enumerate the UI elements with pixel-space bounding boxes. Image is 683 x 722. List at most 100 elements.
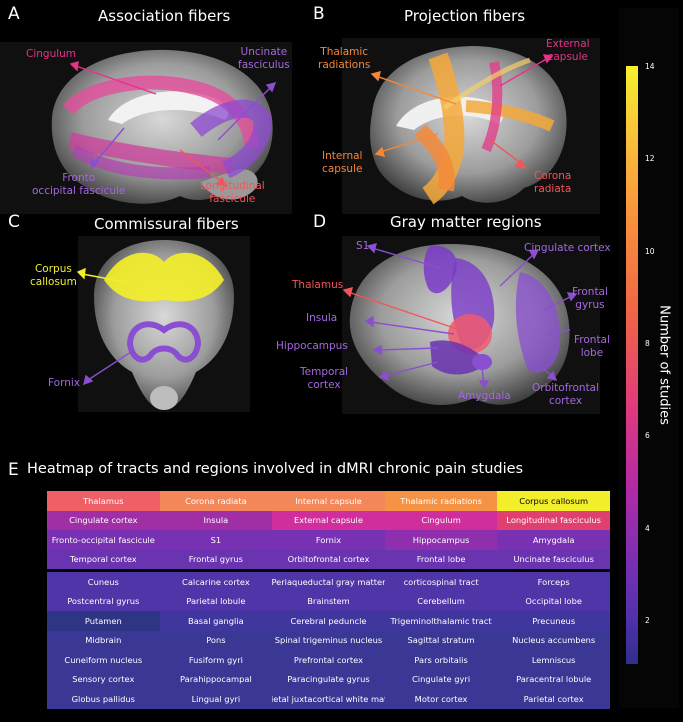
label-thalamus: Thalamus xyxy=(292,279,344,291)
heatmap-cell: Lingual gyri xyxy=(159,689,273,709)
heatmap-cell: Brainstem xyxy=(272,591,385,611)
panel-b-letter: B xyxy=(313,4,325,24)
colorbar-label: Number of studies xyxy=(656,305,672,425)
label-fornix: Fornix xyxy=(48,377,81,389)
heatmap-cell: Thalamus xyxy=(47,491,160,511)
panel-a-title: Association fibers xyxy=(98,7,231,25)
colorbar-tick: 8 xyxy=(645,339,650,348)
heatmap-cell: Postcentral gyrus xyxy=(47,591,160,611)
heatmap-cell: corticospinal tract xyxy=(384,572,498,592)
heatmap-cell: Orbitofrontal cortex xyxy=(272,549,385,569)
heatmap-cell: Cerebral peduncle xyxy=(272,611,385,631)
heatmap-cell: Trigeminolthalamic tract xyxy=(384,611,498,631)
heatmap-cell: Fronto-occipital fascicule xyxy=(47,530,160,550)
heatmap-cell: Insula xyxy=(159,510,273,530)
heatmap-cell: Paracingulate gyrus xyxy=(272,669,385,689)
heatmap-cell: Hippocampus xyxy=(384,530,498,550)
panel-b-arrows xyxy=(370,54,554,170)
heatmap-cell: S1 xyxy=(159,530,273,550)
heatmap-cell: Frontal lobe xyxy=(384,549,498,569)
heatmap-cell: Internal capsule xyxy=(272,491,385,511)
colorbar-tick: 10 xyxy=(645,246,655,256)
label-s1: S1 xyxy=(356,240,370,252)
heatmap-cell: Fusiform gyri xyxy=(159,650,273,670)
heatmap-cell: External capsule xyxy=(272,510,385,530)
heatmap-cell: Temporal cortex xyxy=(47,549,160,569)
panel-c-arrows xyxy=(76,267,135,386)
heatmap-cell: Prefrontal cortex xyxy=(272,650,385,670)
heatmap-cell: Corpus callosum xyxy=(497,491,610,511)
heatmap-title: Heatmap of tracts and regions involved i… xyxy=(27,461,524,477)
heatmap-cell: Pars orbitalis xyxy=(384,650,498,670)
heatmap-cell: Sensory cortex xyxy=(47,669,160,689)
panel-d-arrows xyxy=(342,243,578,390)
heatmap-cell: Cuneus xyxy=(47,572,160,592)
panel-c-letter: C xyxy=(8,212,20,232)
heatmap-cell: Amygdala xyxy=(497,530,610,550)
heatmap-cell: Lemniscus xyxy=(497,650,610,670)
panel-d-title: Gray matter regions xyxy=(390,213,542,231)
heatmap-cell: Cerebellum xyxy=(384,591,498,611)
heatmap-cell: Nucleus accumbens xyxy=(497,630,610,650)
heatmap-cell: Corona radiata xyxy=(159,491,273,511)
heatmap-cell: Occipital lobe xyxy=(497,591,610,611)
panel-a-brain xyxy=(51,49,273,204)
colorbar-tick: 14 xyxy=(645,62,655,71)
label-cingulate-cortex: Cingulate cortex xyxy=(524,242,611,254)
heatmap-cell: Forceps xyxy=(497,572,610,592)
heatmap-cell: Paracentral lobule xyxy=(497,669,610,689)
heatmap-cell: Frontal gyrus xyxy=(159,549,273,569)
heatmap-cell: Calcarine cortex xyxy=(159,572,273,592)
heatmap-cell: Parietal lobule xyxy=(159,591,273,611)
heatmap-cell: Parietal cortex xyxy=(497,689,610,709)
heatmap-divider xyxy=(47,569,610,572)
heatmap-cell: Cingulate cortex xyxy=(47,510,160,530)
heatmap-cell: Fornix xyxy=(272,530,385,550)
panel-c-title: Commissural fibers xyxy=(94,215,239,233)
panel-d-letter: D xyxy=(313,212,327,232)
colorbar-tick: 6 xyxy=(645,431,650,441)
heatmap-cell: Cuneiform nucleus xyxy=(47,650,160,670)
heatmap-cell: Midbrain xyxy=(47,630,160,650)
heatmap-cell: Motor cortex xyxy=(384,689,498,709)
heatmap-cell: Spinal trigeminus nucleus xyxy=(272,630,385,650)
heatmap-cell: Globus pallidus xyxy=(47,689,160,709)
colorbar-tick: 12 xyxy=(645,154,655,164)
panel-a-arrows xyxy=(69,61,277,188)
colorbar-tick: 4 xyxy=(645,523,650,533)
heatmap-cell: Basal ganglia xyxy=(159,611,273,631)
panel-a-letter: A xyxy=(8,4,20,24)
heatmap-cell: Precuneus xyxy=(497,611,610,631)
heatmap-cell: Periaqueductal gray matter xyxy=(272,572,385,592)
heatmap-cell: Cingulate gyri xyxy=(384,669,498,689)
heatmap-cell: Parahippocampal xyxy=(159,669,273,689)
heatmap-cell: Thalamic radiations xyxy=(384,491,498,511)
heatmap-cell: Longitudinal fasciculus xyxy=(497,510,610,530)
panel-d-brain xyxy=(349,244,570,405)
colorbar-tick: 2 xyxy=(645,616,650,625)
heatmap-cell: Cingulum xyxy=(384,510,498,530)
